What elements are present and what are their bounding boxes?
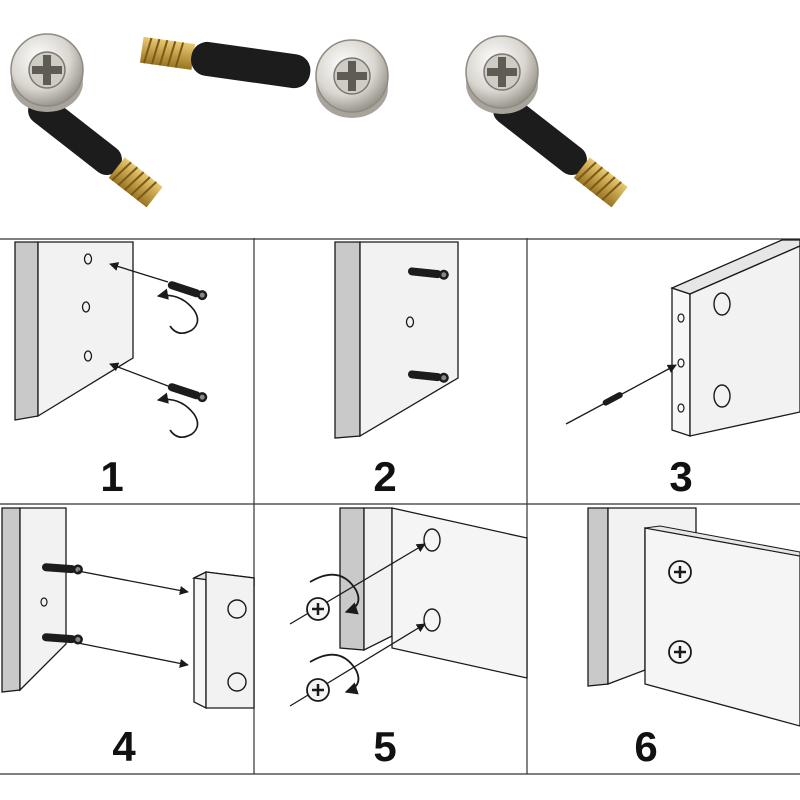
rotate-arrow-icon bbox=[156, 392, 199, 438]
cam-lock-fitting-icon bbox=[465, 35, 628, 208]
step-1-panel: 1 bbox=[14, 241, 209, 500]
step-4-panel: 4 bbox=[1, 507, 255, 770]
step-2-panel: 2 bbox=[334, 241, 459, 500]
step-number: 4 bbox=[112, 723, 136, 770]
cam-bolt-icon bbox=[602, 392, 623, 406]
step-number: 2 bbox=[373, 453, 396, 500]
cam-lock-fitting-icon bbox=[139, 36, 389, 119]
step-number: 5 bbox=[373, 723, 396, 770]
cam-lock-fitting-icon bbox=[10, 33, 163, 208]
rotate-arrow-icon bbox=[156, 288, 199, 334]
product-photos bbox=[10, 33, 628, 208]
step-3-panel: 3 bbox=[565, 239, 800, 500]
rotate-arrow-icon bbox=[309, 653, 360, 695]
step-5-panel: 5 bbox=[289, 507, 528, 770]
step-number: 1 bbox=[100, 453, 123, 500]
step-number: 6 bbox=[634, 723, 657, 770]
step-number: 3 bbox=[669, 453, 692, 500]
step-6-panel: 6 bbox=[587, 507, 800, 770]
instruction-grid: 1 2 3 bbox=[0, 238, 800, 775]
rotate-arrow-icon bbox=[309, 573, 360, 615]
